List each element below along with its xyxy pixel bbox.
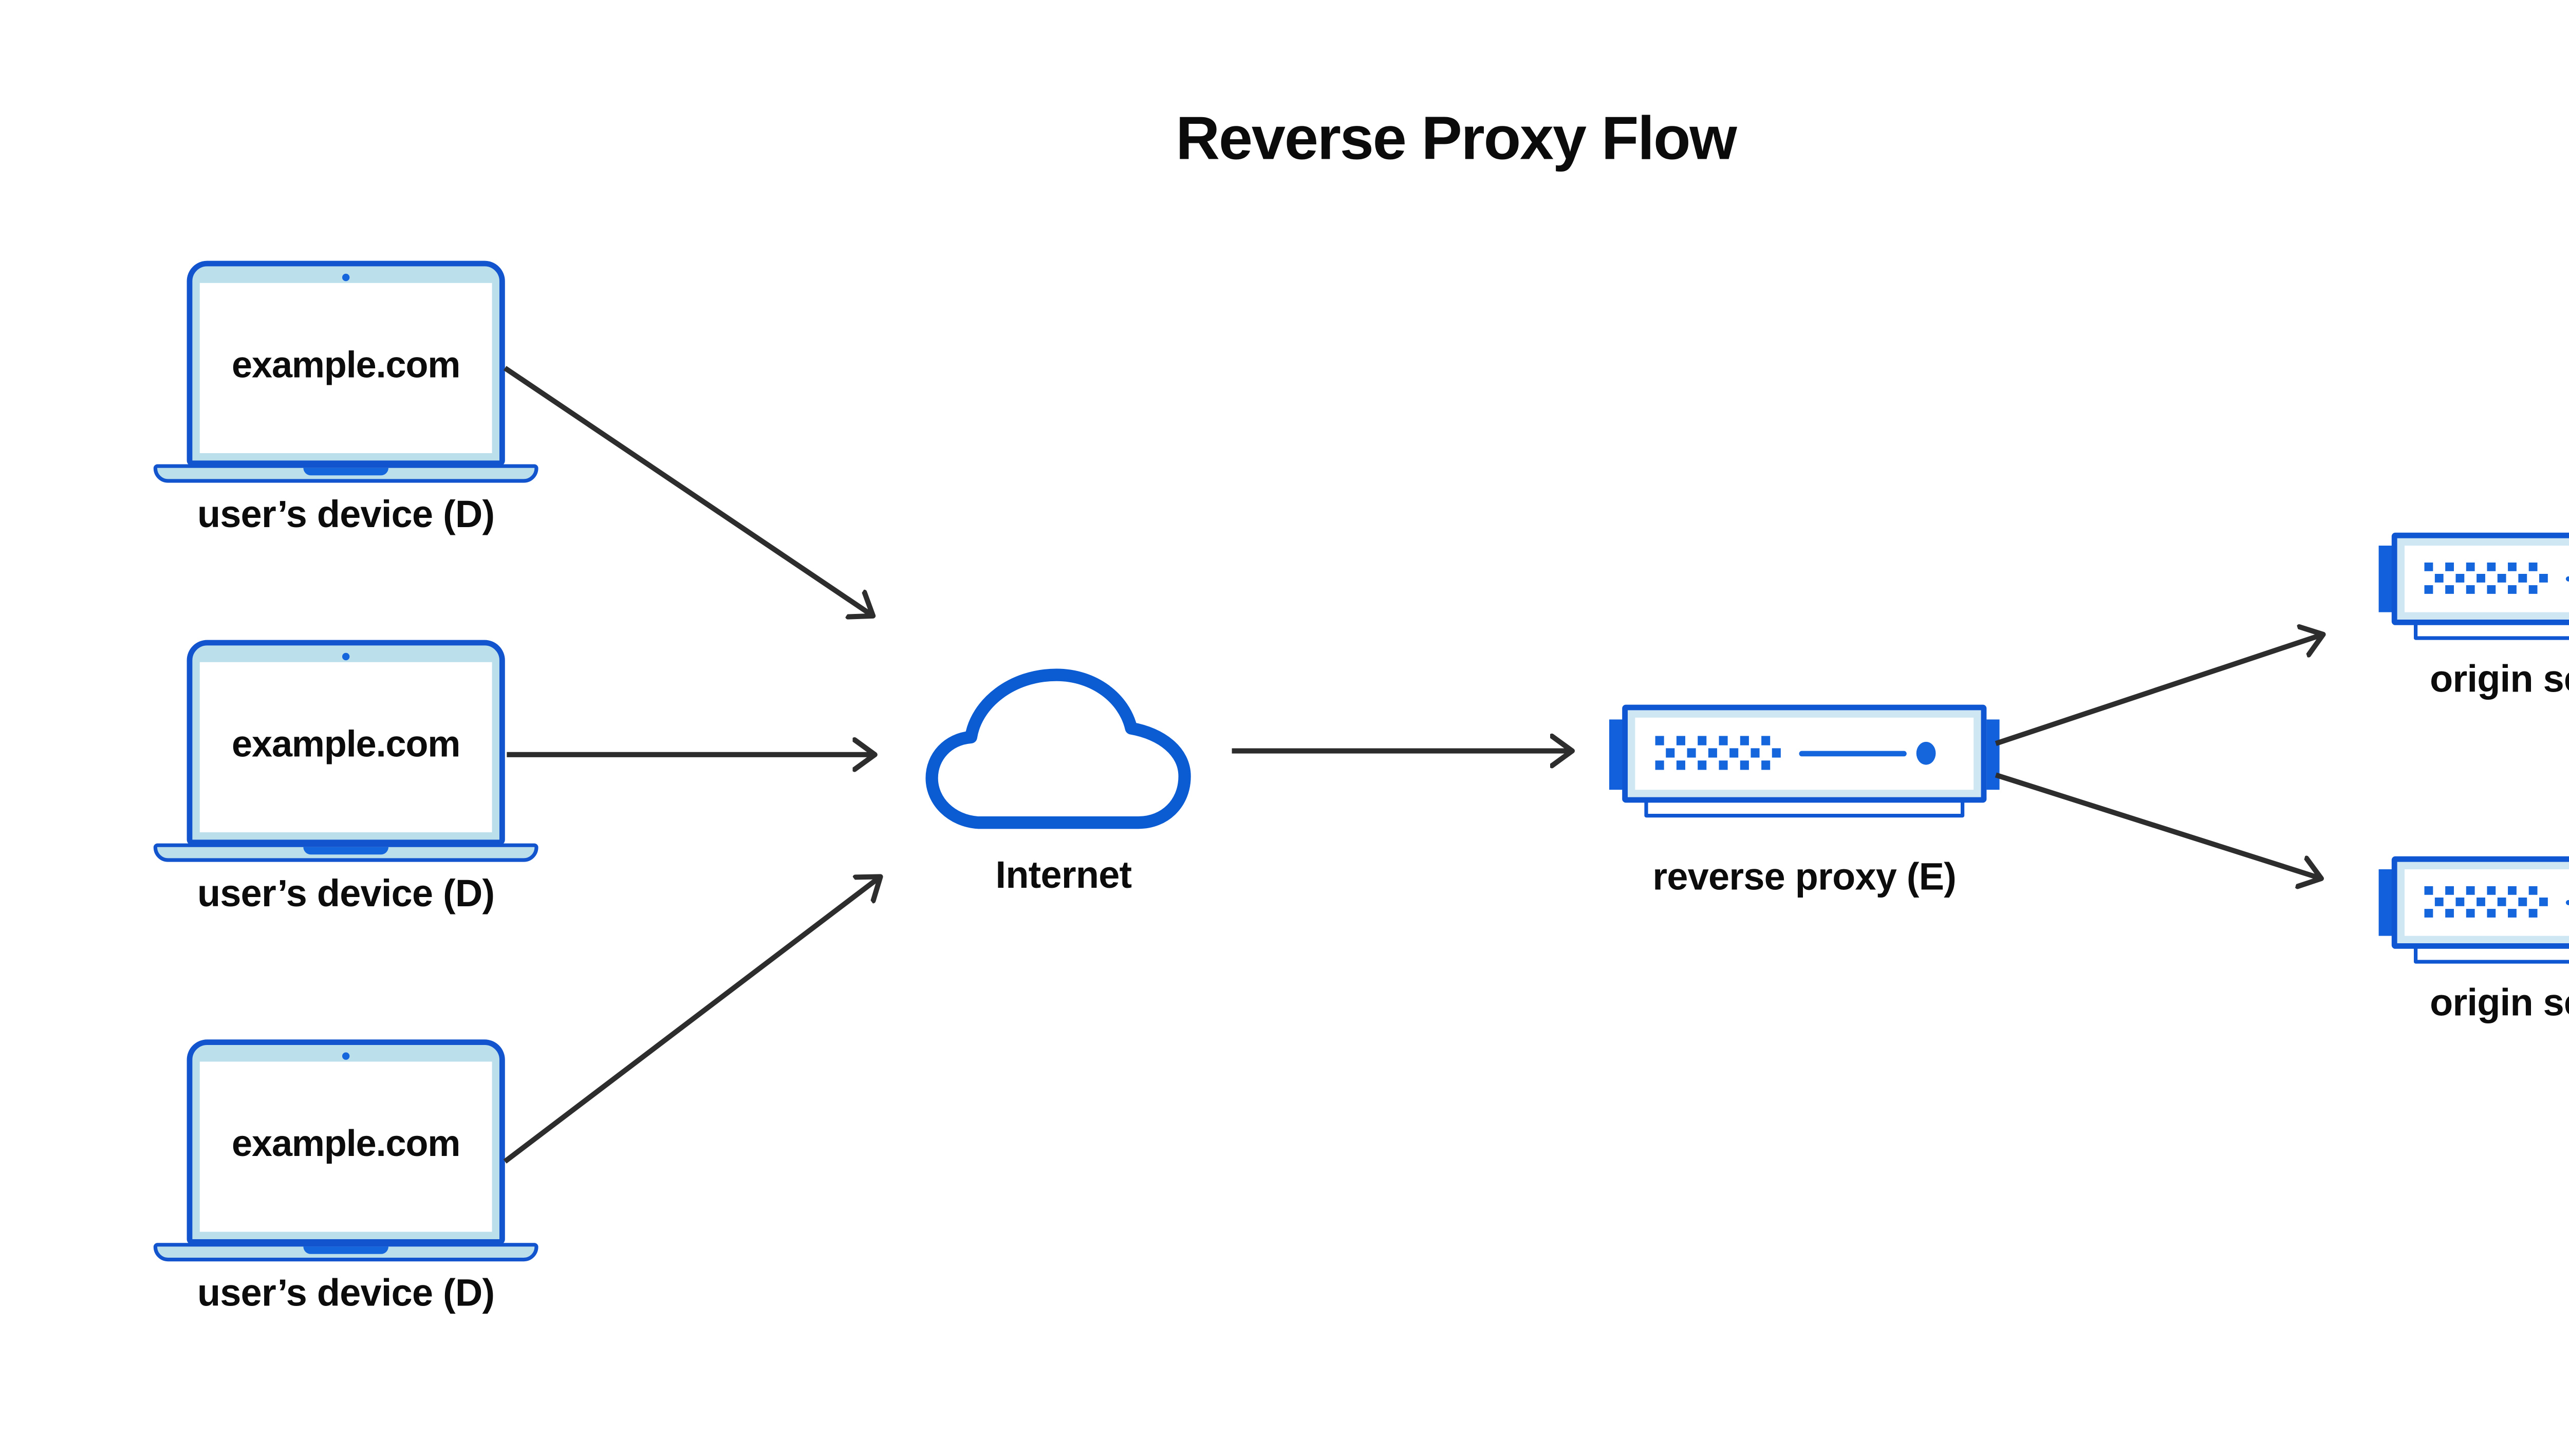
internet-label: Internet	[995, 854, 1132, 897]
rack-server-icon	[1622, 704, 1987, 803]
device-label: user’s device (D)	[197, 494, 495, 536]
led-grid-icon	[1655, 736, 1781, 770]
rack-server-icon	[2391, 532, 2569, 625]
user-device-node-2: example.com user’s device (D)	[153, 640, 538, 918]
laptop-base	[153, 843, 538, 861]
device-label: user’s device (D)	[197, 873, 495, 916]
laptop-hinge	[303, 846, 388, 855]
laptop-base	[153, 1243, 538, 1261]
user-device-node-3: example.com user’s device (D)	[153, 1039, 538, 1317]
origin-server-label: origin server (F)	[2430, 658, 2569, 701]
arrow-device1-to-internet	[503, 366, 873, 615]
device-screen-url: example.com	[232, 346, 460, 387]
origin-server-node-2: origin server (F)	[2378, 856, 2569, 1060]
server-faceplate	[2405, 546, 2569, 612]
user-device-node-1: example.com user’s device (D)	[153, 260, 538, 538]
laptop-hinge	[303, 1245, 388, 1255]
server-face-details	[1655, 736, 1936, 770]
camera-dot-icon	[342, 273, 350, 281]
server-face-details	[2424, 562, 2569, 594]
camera-dot-icon	[342, 1051, 350, 1059]
server-ear-left-icon	[2378, 869, 2393, 936]
reverse-proxy-label: reverse proxy (E)	[1652, 856, 1957, 899]
server-ear-left-icon	[2378, 546, 2393, 612]
device-screen-url: example.com	[232, 725, 460, 767]
led-grid-icon	[2424, 886, 2548, 918]
laptop-screen: example.com	[199, 1060, 492, 1232]
laptop-screen: example.com	[199, 282, 492, 453]
laptop-icon: example.com	[187, 640, 505, 846]
laptop-base	[153, 464, 538, 482]
reverse-proxy-node: reverse proxy (E)	[1609, 704, 2000, 927]
device-screen-url: example.com	[232, 1125, 460, 1166]
server-face-details	[2424, 886, 2569, 918]
origin-server-node-1: origin server (F)	[2378, 532, 2569, 736]
server-faceplate	[2405, 869, 2569, 936]
arrow-proxy-to-origin1	[1995, 634, 2323, 746]
rack-server-icon	[2391, 856, 2569, 949]
laptop-icon: example.com	[187, 260, 505, 466]
power-led-icon	[1916, 741, 1936, 765]
cloud-icon	[925, 668, 1191, 829]
laptop-icon: example.com	[187, 1039, 505, 1245]
camera-dot-icon	[342, 652, 350, 660]
server-ear-left-icon	[1609, 719, 1623, 790]
laptop-hinge	[303, 467, 388, 476]
arrow-device3-to-internet	[503, 876, 881, 1164]
server-ear-right-icon	[1985, 719, 2000, 790]
laptop-screen: example.com	[199, 661, 492, 832]
origin-server-label: origin server (F)	[2430, 982, 2569, 1025]
device-label: user’s device (D)	[197, 1272, 495, 1315]
internet-node: Internet	[921, 651, 1206, 897]
server-faceplate	[1635, 717, 1974, 790]
led-grid-icon	[2424, 562, 2548, 594]
page-title: Reverse Proxy Flow	[1176, 103, 1737, 172]
